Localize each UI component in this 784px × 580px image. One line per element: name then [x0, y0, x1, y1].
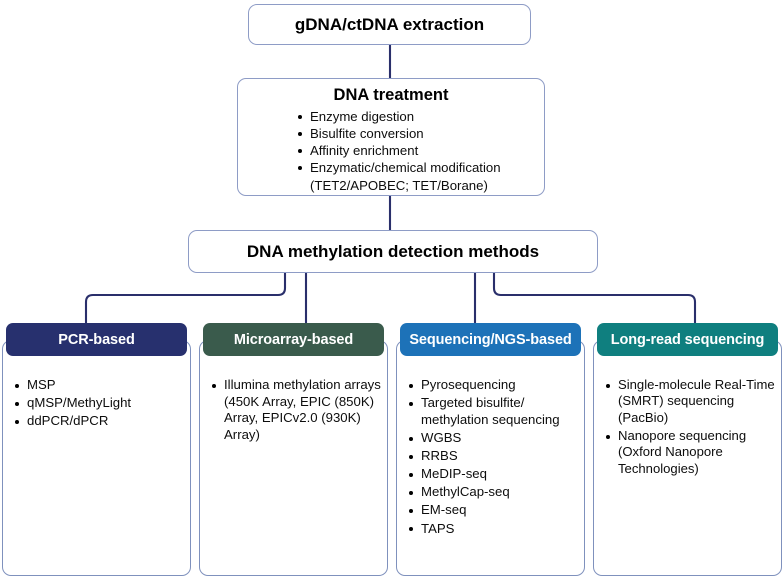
category-container-microarray-based [199, 340, 388, 576]
detection-title: DNA methylation detection methods [246, 241, 540, 261]
category-header-sequencing-ngs-based: Sequencing/NGS-based [400, 323, 581, 356]
list-item: Bisulfite conversion [295, 125, 544, 142]
list-item: Targeted bisulfite/ methylation sequenci… [406, 395, 578, 428]
list-item: TAPS [406, 521, 578, 538]
node-gdna-ctdna-extraction: gDNA/ctDNA extraction [248, 4, 531, 45]
category-items-long-read-sequencing: Single-molecule Real-Time (SMRT) sequenc… [603, 377, 778, 479]
list-item: Enzymatic/chemical modification (TET2/AP… [295, 159, 544, 193]
extraction-title: gDNA/ctDNA extraction [294, 14, 485, 34]
node-dna-treatment: DNA treatment Enzyme digestion Bisulfite… [237, 78, 545, 196]
list-item-continuation: (TET2/APOBEC; TET/Borane) [310, 177, 488, 193]
category-container-sequencing-ngs-based [396, 340, 585, 576]
treatment-title: DNA treatment [333, 86, 449, 104]
category-items-microarray-based: Illumina methylation arrays (450K Array,… [209, 377, 381, 445]
list-item: Nanopore sequencing (Oxford Nanopore Tec… [603, 428, 778, 477]
treatment-bullet-list: Enzyme digestion Bisulfite conversion Af… [295, 108, 544, 194]
category-header-long-read-sequencing: Long-read sequencing [597, 323, 778, 356]
list-item: MSP [12, 377, 184, 394]
category-container-pcr-based [2, 340, 191, 576]
list-item: MeDIP-seq [406, 466, 578, 483]
list-item: Pyrosequencing [406, 377, 578, 394]
list-item: Illumina methylation arrays (450K Array,… [209, 377, 381, 444]
category-header-microarray-based: Microarray-based [203, 323, 384, 356]
bullet-list: Illumina methylation arrays (450K Array,… [209, 377, 381, 444]
list-item: EM-seq [406, 502, 578, 519]
list-item: qMSP/MethyLight [12, 395, 184, 412]
list-item: Affinity enrichment [295, 142, 544, 159]
category-header-pcr-based: PCR-based [6, 323, 187, 356]
list-item: ddPCR/dPCR [12, 413, 184, 430]
list-item: Single-molecule Real-Time (SMRT) sequenc… [603, 377, 778, 426]
list-item: Enzyme digestion [295, 108, 544, 125]
list-item: MethylCap-seq [406, 484, 578, 501]
list-item: RRBS [406, 448, 578, 465]
bullet-list: Single-molecule Real-Time (SMRT) sequenc… [603, 377, 778, 477]
list-item: WGBS [406, 430, 578, 447]
category-container-long-read-sequencing [593, 340, 782, 576]
node-dna-methylation-detection-methods: DNA methylation detection methods [188, 230, 598, 273]
